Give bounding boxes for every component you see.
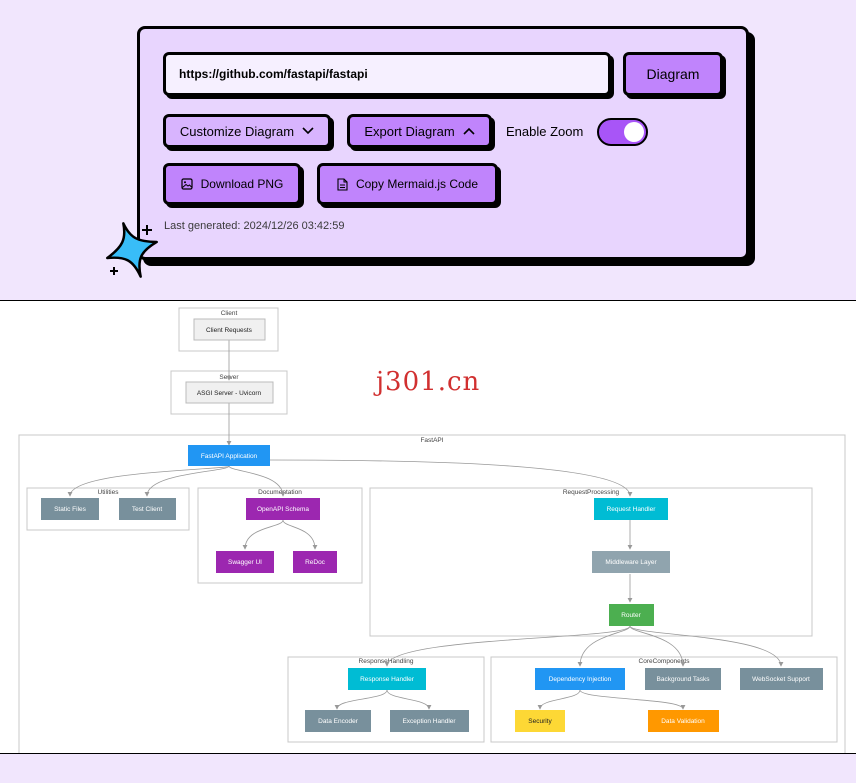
node-label: Client Requests	[206, 327, 253, 334]
node-exception-handler[interactable]	[390, 710, 469, 732]
node-fastapi-app[interactable]	[188, 445, 270, 466]
customize-diagram-button[interactable]: Customize Diagram	[163, 114, 331, 148]
node-label: Exception Handler	[402, 718, 456, 725]
chevron-down-icon	[302, 127, 314, 135]
download-png-label: Download PNG	[200, 177, 284, 191]
node-label: WebSocket Support	[752, 676, 810, 683]
node-label: Data Encoder	[318, 718, 359, 725]
edge	[282, 519, 318, 550]
edge	[537, 689, 581, 710]
repo-url-value: https://github.com/fastapi/fastapi	[179, 67, 368, 81]
file-text-icon	[337, 177, 348, 191]
node-label: Swagger UI	[228, 559, 262, 566]
node-label: Response Handler	[360, 676, 415, 683]
edge	[629, 625, 784, 667]
section-divider-top	[0, 300, 856, 301]
node-label: Data Validation	[661, 718, 705, 725]
group-request-processing	[369, 487, 813, 637]
architecture-diagram: Client Server FastAPI Utilities Document…	[18, 307, 846, 756]
group-label-server: Server	[219, 374, 239, 381]
node-router[interactable]	[609, 604, 654, 626]
watermark-text: j301.cn	[376, 367, 481, 397]
image-icon	[181, 178, 193, 190]
edge	[629, 625, 686, 667]
node-label: Dependency Injection	[549, 676, 612, 683]
node-dependency-injection[interactable]	[535, 668, 625, 690]
edge	[334, 689, 388, 710]
node-middleware-layer[interactable]	[592, 551, 670, 573]
group-label-client: Client	[221, 310, 238, 317]
node-label: Security	[528, 718, 552, 725]
node-request-handler[interactable]	[594, 498, 668, 520]
diagram-button[interactable]: Diagram	[623, 52, 723, 96]
export-diagram-label: Export Diagram	[364, 123, 455, 139]
node-data-validation[interactable]	[648, 710, 719, 732]
download-png-button[interactable]: Download PNG	[163, 163, 301, 205]
node-static-files[interactable]	[41, 498, 99, 520]
sparkle-icon	[106, 222, 158, 278]
group-label-core-components: CoreComponents	[639, 658, 691, 665]
edge	[67, 465, 230, 497]
edge	[577, 625, 631, 667]
node-asgi-server[interactable]	[185, 381, 274, 404]
toggle-knob	[624, 122, 644, 142]
node-client-requests[interactable]	[193, 318, 266, 341]
node-label: FastAPI Application	[201, 453, 258, 460]
edge	[228, 465, 286, 497]
node-response-handler[interactable]	[348, 668, 426, 690]
node-label: Middleware Layer	[605, 559, 657, 566]
group-label-request-processing: RequestProcessing	[563, 489, 620, 496]
copy-mermaid-button[interactable]: Copy Mermaid.js Code	[317, 163, 498, 205]
group-label-response-handling: ResponseHandling	[359, 658, 414, 665]
customize-diagram-label: Customize Diagram	[179, 123, 295, 139]
group-label-utilities: Utilities	[98, 489, 120, 496]
node-label: Test Client	[132, 506, 163, 513]
group-label-documentation: Documentation	[258, 489, 302, 496]
node-label: Request Handler	[607, 506, 657, 513]
section-divider-bottom	[0, 753, 856, 754]
diagram-canvas[interactable]: Client Server FastAPI Utilities Document…	[0, 301, 856, 756]
edge	[269, 459, 633, 497]
node-label: Router	[621, 612, 641, 619]
group-label-fastapi: FastAPI	[420, 437, 443, 444]
diagram-button-label: Diagram	[646, 66, 700, 82]
copy-mermaid-label: Copy Mermaid.js Code	[355, 177, 479, 191]
node-label: OpenAPI Schema	[257, 506, 309, 513]
node-test-client[interactable]	[119, 498, 176, 520]
node-label: Static Files	[54, 506, 87, 513]
node-data-encoder[interactable]	[305, 710, 371, 732]
node-label: ReDoc	[305, 559, 326, 566]
edge	[242, 519, 284, 550]
edge	[386, 689, 432, 710]
node-label: Background Tasks	[657, 676, 711, 683]
node-websocket-support[interactable]	[740, 668, 823, 690]
node-openapi-schema[interactable]	[246, 498, 320, 520]
chevron-up-icon	[463, 127, 475, 135]
node-redoc[interactable]	[293, 551, 337, 573]
edge	[579, 689, 686, 710]
export-diagram-button[interactable]: Export Diagram	[347, 114, 492, 148]
node-swagger-ui[interactable]	[216, 551, 274, 573]
node-background-tasks[interactable]	[645, 668, 721, 690]
enable-zoom-label: Enable Zoom	[506, 124, 584, 139]
repo-url-input[interactable]: https://github.com/fastapi/fastapi	[163, 52, 611, 96]
node-security[interactable]	[515, 710, 565, 732]
last-generated-text: Last generated: 2024/12/26 03:42:59	[164, 220, 345, 232]
enable-zoom-toggle[interactable]	[597, 118, 648, 146]
edge	[384, 625, 631, 667]
node-label: ASGI Server - Uvicorn	[197, 390, 262, 397]
edge	[144, 465, 230, 497]
